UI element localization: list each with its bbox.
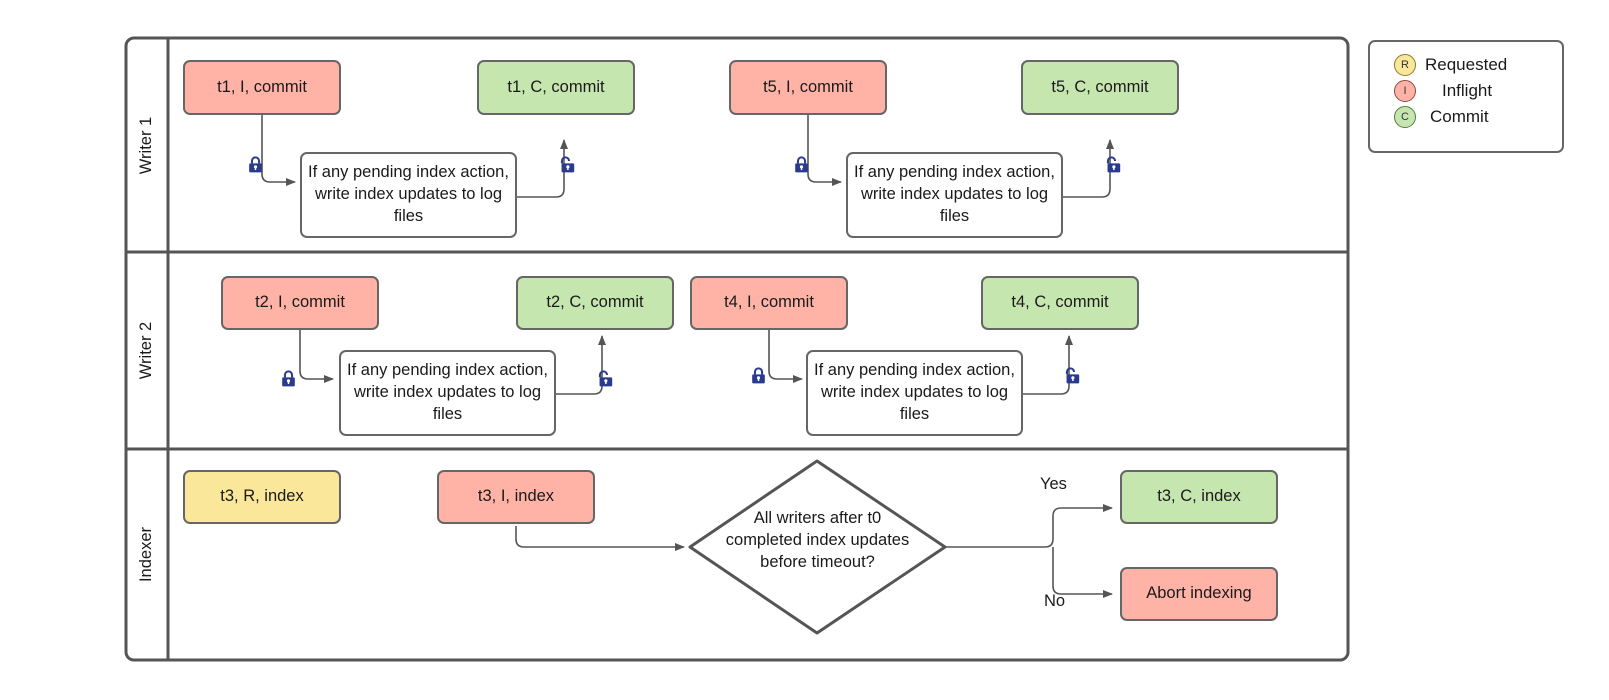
requested-badge-icon: R <box>1394 54 1416 76</box>
node-w1-write-index-updates-b[interactable]: If any pending index action, write index… <box>846 152 1063 238</box>
edge-label-yes: Yes <box>1040 475 1067 494</box>
legend-label: Inflight <box>1442 81 1493 100</box>
legend-label: Requested <box>1425 55 1508 74</box>
node-label: If any pending index action, write index… <box>308 163 509 225</box>
lock-open-icon <box>560 156 575 173</box>
lane-label-indexer: Indexer <box>126 449 168 660</box>
node-label: t4, I, commit <box>724 293 814 312</box>
lock-open-icon <box>1106 156 1121 173</box>
node-label: If any pending index action, write index… <box>814 361 1015 423</box>
legend-item-commit: C Commit <box>1394 104 1562 130</box>
node-w2-t4-inflight[interactable]: t4, I, commit <box>690 276 848 330</box>
node-label: t3, C, index <box>1157 487 1241 506</box>
node-w2-t2-inflight[interactable]: t2, I, commit <box>221 276 379 330</box>
node-ix-t3-commit[interactable]: t3, C, index <box>1120 470 1278 524</box>
lock-closed-icon <box>795 156 808 173</box>
node-w2-t2-commit[interactable]: t2, C, commit <box>516 276 674 330</box>
node-label: t2, I, commit <box>255 293 345 312</box>
node-ix-abort-indexing[interactable]: Abort indexing <box>1120 567 1278 621</box>
node-w1-t5-inflight[interactable]: t5, I, commit <box>729 60 887 115</box>
legend-label: Commit <box>1430 107 1489 126</box>
lock-closed-icon <box>752 367 765 384</box>
node-label: t1, C, commit <box>507 77 605 96</box>
node-w1-t1-inflight[interactable]: t1, I, commit <box>183 60 341 115</box>
pool-frame <box>124 36 1350 662</box>
edge-label-text: No <box>1044 592 1066 610</box>
node-label: If any pending index action, write index… <box>347 361 548 423</box>
decision-diamond <box>688 459 947 635</box>
node-label: If any pending index action, write index… <box>854 163 1055 225</box>
writer1-connectors <box>261 115 1114 198</box>
edge-label-text: Yes <box>1040 475 1067 493</box>
node-w1-t5-commit[interactable]: t5, C, commit <box>1021 60 1179 115</box>
legend-badge-letter: R <box>1401 59 1409 71</box>
legend-panel: R Requested I Inflight C Commit <box>1368 40 1564 153</box>
lock-open-icon <box>598 370 613 387</box>
lock-closed-icon <box>249 156 262 173</box>
legend-item-inflight: I Inflight <box>1394 78 1562 104</box>
node-ix-t3-requested[interactable]: t3, R, index <box>183 470 341 524</box>
node-label: Abort indexing <box>1146 584 1252 603</box>
node-label: t1, I, commit <box>217 77 307 96</box>
node-label: t5, C, commit <box>1051 77 1149 96</box>
lock-closed-icon <box>282 370 295 387</box>
lane-label-text: Indexer <box>137 526 156 583</box>
node-ix-t3-inflight[interactable]: t3, I, index <box>437 470 595 524</box>
node-w1-t1-commit[interactable]: t1, C, commit <box>477 60 635 115</box>
lane-label-text: Writer 2 <box>137 321 156 380</box>
node-label: t2, C, commit <box>546 293 644 312</box>
node-w2-write-index-updates-a[interactable]: If any pending index action, write index… <box>339 350 556 436</box>
node-label: t3, I, index <box>477 487 555 506</box>
lane-label-writer-1: Writer 1 <box>126 38 168 252</box>
node-w2-t4-commit[interactable]: t4, C, commit <box>981 276 1139 330</box>
legend-badge-letter: I <box>1403 85 1407 97</box>
indexer-connectors <box>515 504 1113 598</box>
lane-label-writer-2: Writer 2 <box>126 252 168 449</box>
legend-badge-letter: C <box>1401 111 1409 123</box>
node-w2-write-index-updates-b[interactable]: If any pending index action, write index… <box>806 350 1023 436</box>
node-label: t5, I, commit <box>763 77 853 96</box>
node-w1-write-index-updates-a[interactable]: If any pending index action, write index… <box>300 152 517 238</box>
node-label: t4, C, commit <box>1011 293 1109 312</box>
legend-item-requested: R Requested <box>1394 52 1562 78</box>
commit-badge-icon: C <box>1394 106 1416 128</box>
lock-open-icon <box>1065 367 1080 384</box>
inflight-badge-icon: I <box>1394 80 1416 102</box>
node-label: t3, R, index <box>220 487 304 506</box>
lane-label-text: Writer 1 <box>137 116 156 174</box>
edge-label-no: No <box>1044 592 1065 611</box>
